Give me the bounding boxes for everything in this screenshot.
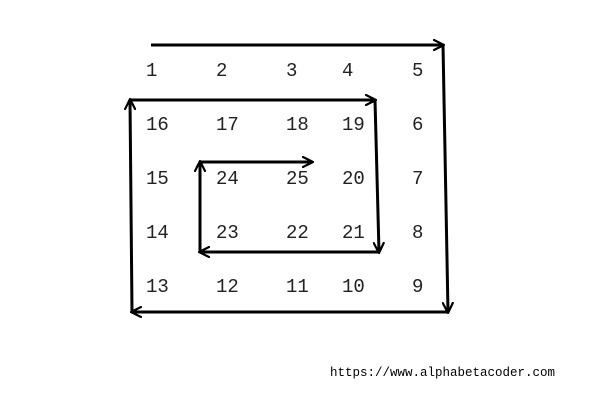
cell-r4-c5: 8 — [412, 222, 424, 244]
cell-r4-c3: 22 — [286, 222, 309, 244]
cell-r5-c1: 13 — [146, 276, 169, 298]
arrow-col1-up — [130, 100, 132, 313]
cell-r1-c5: 5 — [412, 60, 424, 82]
cell-r2-c5: 6 — [412, 114, 424, 136]
cell-r1-c2: 2 — [216, 60, 228, 82]
cell-r5-c2: 12 — [216, 276, 239, 298]
cell-r5-c3: 11 — [286, 276, 309, 298]
arrow-col5-down — [441, 44, 448, 312]
cell-r3-c5: 7 — [412, 168, 424, 190]
cell-r4-c1: 14 — [146, 222, 169, 244]
cell-r1-c1: 1 — [146, 60, 158, 82]
cell-r5-c4: 10 — [342, 276, 365, 298]
cell-r3-c3: 25 — [286, 168, 309, 190]
cell-r3-c1: 15 — [146, 168, 169, 190]
cell-r2-c1: 16 — [146, 114, 169, 136]
cell-r1-c4: 4 — [342, 60, 354, 82]
source-url-watermark: https://www.alphabetacoder.com — [330, 366, 556, 380]
cell-r3-c4: 20 — [342, 168, 365, 190]
cell-r2-c2: 17 — [216, 114, 239, 136]
arrow-col4-down — [375, 99, 379, 252]
cell-r3-c2: 24 — [216, 168, 239, 190]
cell-r4-c2: 23 — [216, 222, 239, 244]
cell-r1-c3: 3 — [286, 60, 298, 82]
cell-r4-c4: 21 — [342, 222, 365, 244]
cell-r5-c5: 9 — [412, 276, 424, 298]
cell-r2-c4: 19 — [342, 114, 365, 136]
cell-r2-c3: 18 — [286, 114, 309, 136]
